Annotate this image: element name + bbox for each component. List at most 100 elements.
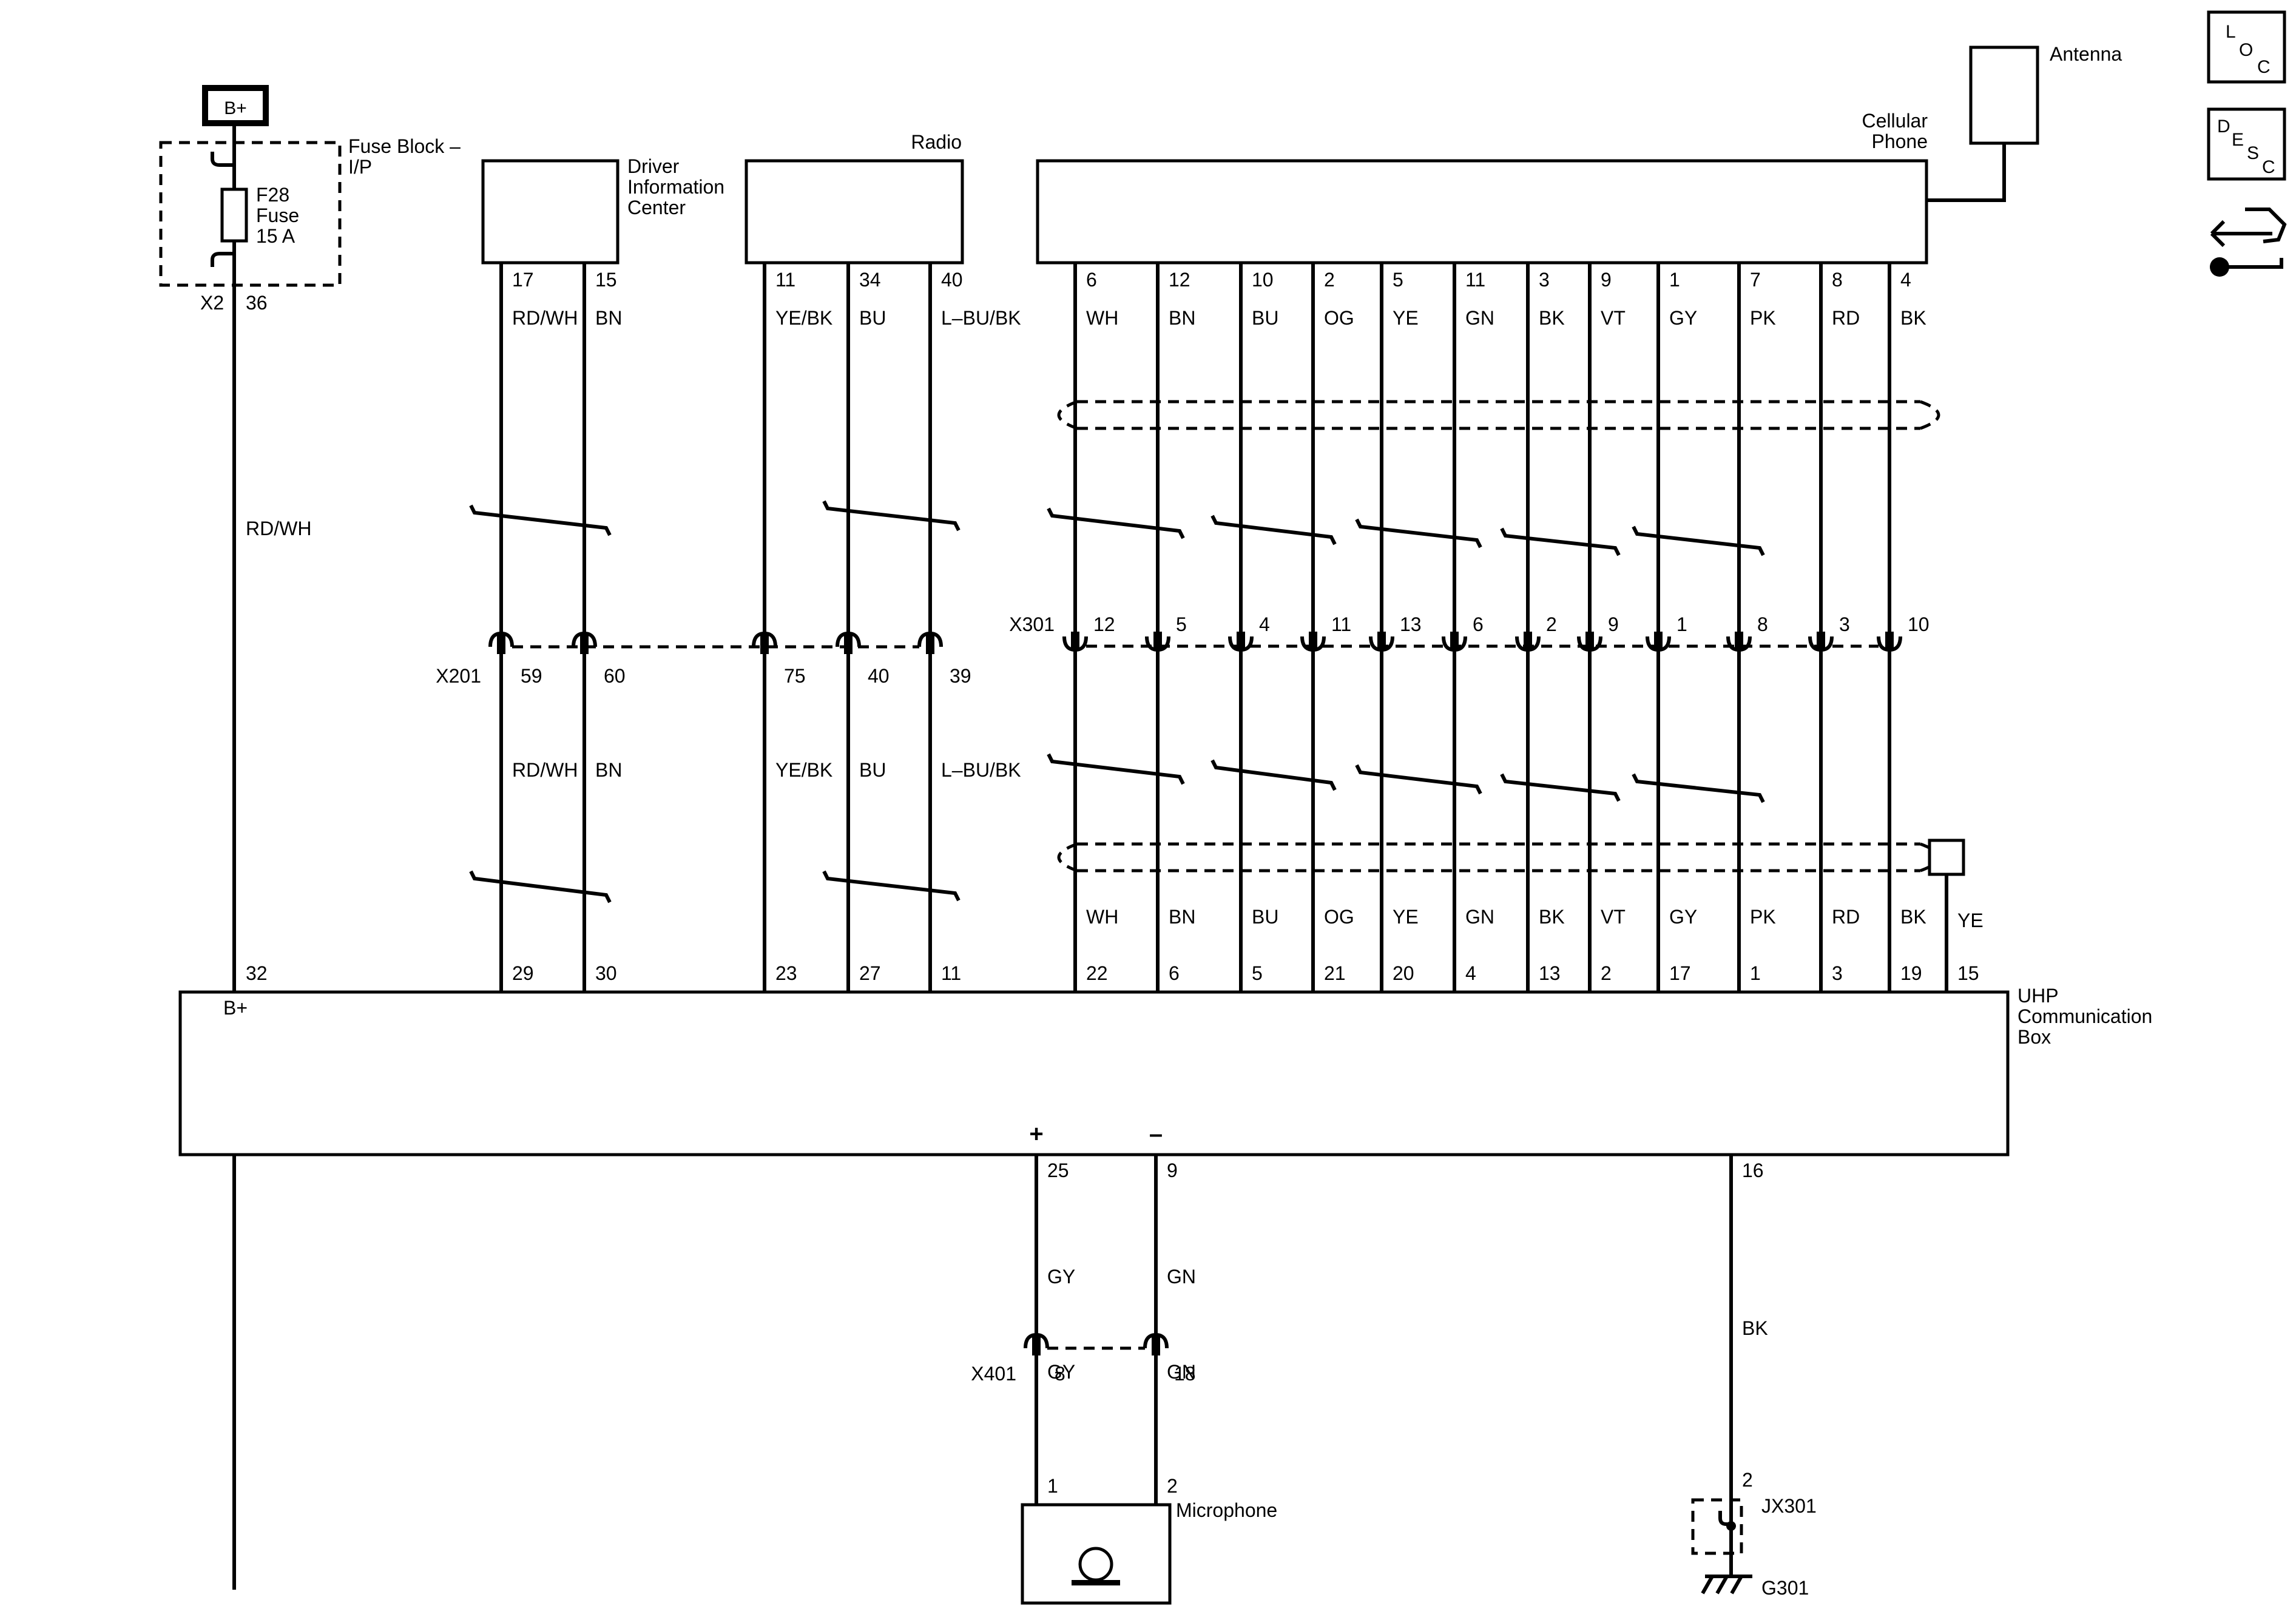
fuse-element	[220, 187, 248, 243]
repair-icon-arrow	[2210, 220, 2272, 248]
cellular-color: VT	[1601, 307, 1626, 329]
uhp-cellular-pin: 21	[1324, 962, 1346, 984]
uhp-cellular-pin: 20	[1393, 962, 1414, 984]
connector-pin	[1735, 632, 1743, 649]
microphone-uhp-pin: 25	[1047, 1160, 1069, 1181]
microphone-plus-sign: +	[1029, 1121, 1043, 1147]
microphone-pin: 1	[1047, 1475, 1058, 1497]
cellular-color-lower: RD	[1832, 906, 1860, 928]
uhp-cellular-pin: 22	[1086, 962, 1108, 984]
loc-icon	[2207, 10, 2286, 84]
uhp-radio-pin: 27	[859, 962, 881, 984]
cell-twist-mark-upper-2	[1210, 515, 1337, 545]
x201-pin: 59	[521, 665, 542, 687]
cellular-color-lower: GN	[1465, 906, 1494, 928]
dic-twist-mark-lower	[469, 870, 612, 903]
microphone-minus-sign: –	[1149, 1121, 1163, 1147]
radio-color: L–BU/BK	[941, 307, 1021, 329]
x301-cavity	[1577, 636, 1602, 652]
x301-pin: 1	[1676, 613, 1687, 635]
cellular-color-lower: BN	[1169, 906, 1195, 928]
cellular-color: BK	[1539, 307, 1565, 329]
cellular-color-lower: OG	[1324, 906, 1354, 928]
uhp-cellular-pin: 6	[1169, 962, 1180, 984]
fuse-block-outline	[159, 141, 342, 287]
cellular-pin: 11	[1465, 269, 1485, 291]
loc-letter-c: C	[2257, 57, 2271, 77]
dic-color-lower: BN	[595, 759, 622, 781]
cellular-color-lower: YE	[1393, 906, 1419, 928]
connector-pin	[497, 633, 505, 654]
connector-pin	[844, 633, 853, 654]
x301-label: X301	[1009, 613, 1055, 635]
uhp-communication-box	[178, 990, 2010, 1156]
cellular-color-lower: VT	[1601, 906, 1626, 928]
dic-pin: 17	[512, 269, 534, 291]
cellular-pin: 4	[1900, 269, 1911, 291]
uhp-cellular-pin: 1	[1750, 962, 1761, 984]
uhp-dic-pin: 29	[512, 962, 534, 984]
jx301-splice-dot	[1726, 1521, 1736, 1531]
antenna-box	[1969, 46, 2039, 145]
uhp-b-plus-pin: 32	[246, 962, 268, 984]
radio-color-lower: L–BU/BK	[941, 759, 1021, 781]
x301-pin: 5	[1176, 613, 1187, 635]
cellular-color-lower: PK	[1750, 906, 1776, 928]
x301-pin: 6	[1473, 613, 1484, 635]
cell-twist-mark-lower-5	[1632, 773, 1765, 803]
microphone-base	[1072, 1580, 1120, 1585]
x301-pin: 12	[1093, 613, 1115, 635]
x301-cavity	[1646, 636, 1671, 652]
antenna-label: Antenna	[2050, 43, 2122, 65]
connector-pin	[1817, 632, 1825, 649]
repair-icon-wrench-head	[2210, 257, 2229, 277]
microphone-wire-color: GN	[1167, 1266, 1196, 1288]
x401-label: X401	[971, 1363, 1016, 1385]
cellular-color: WH	[1086, 307, 1118, 329]
b-plus-wire-color: RD/WH	[246, 518, 311, 539]
repair-icon-hand	[2245, 208, 2287, 243]
cell-twist-mark-lower-2	[1210, 759, 1337, 791]
uhp-cellular-pin: 19	[1900, 962, 1922, 984]
uhp-dic-pin: 30	[595, 962, 617, 984]
cellular-color: BU	[1252, 307, 1278, 329]
cellular-color-lower: WH	[1086, 906, 1118, 928]
x301-pin: 11	[1331, 613, 1351, 635]
radio-color-lower: YE/BK	[775, 759, 832, 781]
x301-cavity	[1145, 636, 1170, 652]
dic-module	[481, 159, 620, 265]
dic-color: BN	[595, 307, 622, 329]
cellular-pin: 9	[1601, 269, 1612, 291]
connector-pin	[1237, 632, 1245, 649]
microphone-pin: 2	[1167, 1475, 1178, 1497]
radio-color: YE/BK	[775, 307, 832, 329]
cell-twist-mark-lower-3	[1355, 764, 1482, 795]
uhp-cellular-pin: 4	[1465, 962, 1476, 984]
antenna-lead	[1926, 143, 2006, 202]
repair-icon	[2210, 208, 2287, 277]
connector-pin	[1524, 632, 1532, 649]
radio-title: Radio	[911, 131, 962, 153]
cellular-color-lower: BK	[1539, 906, 1565, 928]
cellular-color: OG	[1324, 307, 1354, 329]
wire-layer	[211, 71, 2028, 1595]
connector-pin	[1450, 632, 1459, 649]
cellular-color-lower: BK	[1900, 906, 1926, 928]
cellular-pin: 12	[1169, 269, 1190, 291]
cell-shield-lower-left	[1057, 842, 1078, 873]
x301-cavity	[1062, 636, 1088, 652]
radio-color: BU	[859, 307, 886, 329]
cellular-pin: 6	[1086, 269, 1097, 291]
component-layer	[159, 10, 2287, 1605]
cellular-pin: 7	[1750, 269, 1761, 291]
x301-pin: 13	[1400, 613, 1422, 635]
desc-letter-s: S	[2247, 143, 2259, 163]
x301-pin: 4	[1259, 613, 1270, 635]
cellular-color: BN	[1169, 307, 1195, 329]
connector-pin	[1377, 632, 1386, 649]
fuse-bottom-contact	[211, 252, 234, 267]
desc-icon	[2207, 107, 2286, 181]
fuse-block-title: Fuse Block –I/P	[348, 135, 461, 178]
